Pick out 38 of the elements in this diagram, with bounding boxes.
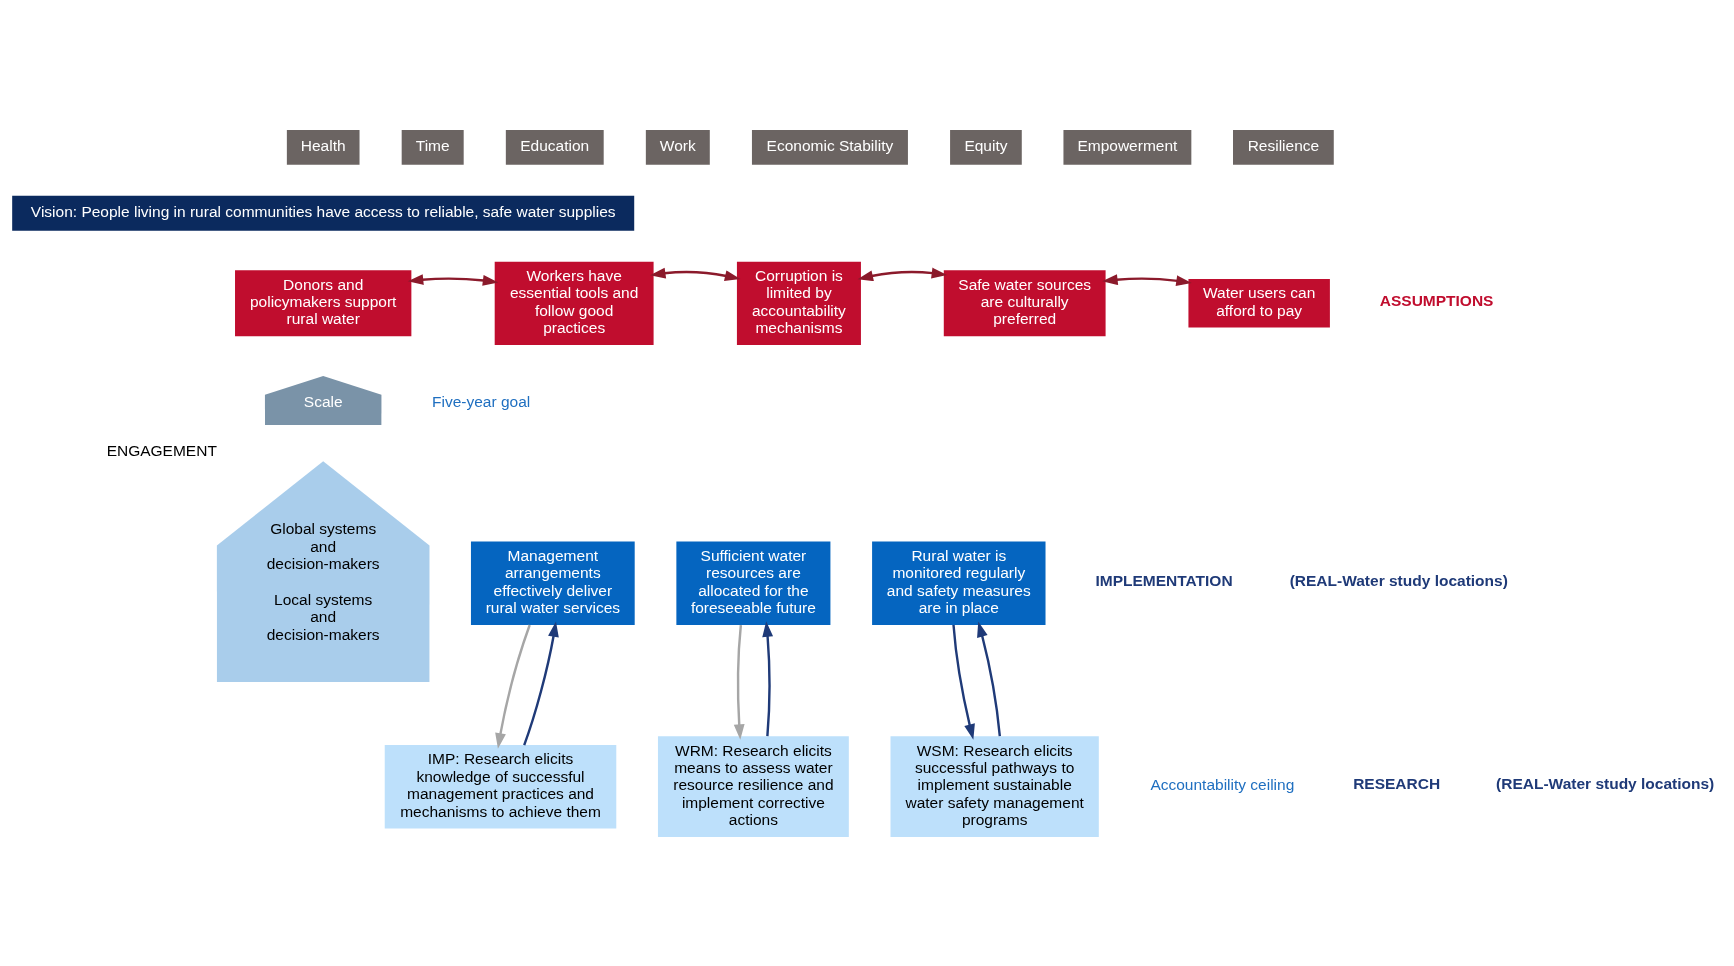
node-box: Education [505, 129, 604, 165]
node-label: ENGAGEMENT [106, 441, 217, 459]
node-box: Workers have essential tools and follow good practices [494, 261, 654, 345]
arrow [857, 267, 948, 281]
node-box: IMP: Research elicits knowledge of successful management practices and mechanisms to achieve them [384, 744, 617, 828]
node-box: Vision: People living in rural communities have access to reliable, safe water supplies [12, 195, 635, 231]
node-box: Sufficient water resources are allocated for the foreseeable future [676, 541, 831, 625]
arrow [952, 624, 975, 740]
node-box: Economic Stability [751, 129, 908, 165]
arrow [523, 620, 559, 745]
node-box: WSM: Research elicits successful pathways to implement sustainable water safety management programs [890, 735, 1099, 837]
node-box: Safe water sources are culturally preferred [943, 269, 1106, 336]
node-box: Resilience [1233, 129, 1334, 165]
node-box: Rural water is monitored regularly and safety measures are in place [872, 541, 1046, 625]
arrow [650, 267, 741, 281]
label: ASSUMPTIONS [1379, 291, 1494, 309]
label: Accountability ceiling [1150, 775, 1295, 793]
node-box: Work [645, 129, 710, 165]
node-box: Corruption is limited by accountability mechanisms [736, 261, 861, 345]
node-box: Equity [950, 129, 1022, 165]
node-box: Water users can afford to pay [1188, 278, 1330, 328]
arrow [495, 624, 531, 749]
label: (REAL-Water study locations) [1496, 774, 1715, 792]
label: RESEARCH [1353, 774, 1441, 792]
node-box: Empowerment [1063, 129, 1192, 165]
node-box: Time [401, 129, 464, 165]
node-box: WRM: Research elicits means to assess water resource resilience and implement corrective actions [657, 735, 849, 837]
node-box: Donors and policymakers support rural water [235, 269, 412, 336]
arrow [1102, 273, 1192, 286]
label: IMPLEMENTATION [1095, 571, 1233, 589]
label: Five-year goal [432, 392, 531, 410]
node-box: Health [286, 129, 360, 165]
node-box: Management arrangements effectively deliver rural water services [470, 541, 635, 625]
arrow [407, 273, 499, 286]
arrow [733, 624, 745, 740]
arrow [762, 620, 774, 736]
arrow [977, 621, 1002, 736]
label: (REAL-Water study locations) [1289, 571, 1508, 589]
